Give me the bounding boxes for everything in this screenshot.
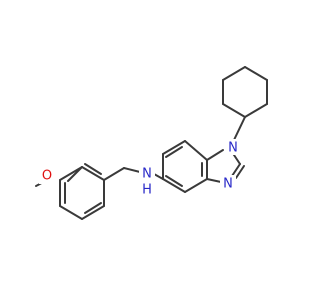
atom-label-n-bottom: N [223, 177, 233, 192]
bond [81, 205, 105, 220]
bond [162, 140, 186, 155]
atom-n-amine: N H [139, 166, 155, 198]
bond [244, 66, 268, 81]
bond [244, 103, 268, 118]
bond [206, 149, 224, 161]
bond [184, 140, 208, 161]
bond [233, 116, 246, 141]
bond [222, 66, 246, 81]
bond [206, 178, 222, 183]
bond [184, 178, 208, 193]
atom-label-o: O [42, 169, 52, 184]
bond [165, 175, 183, 187]
cyclohexyl-ring [222, 66, 268, 118]
bond [84, 202, 102, 214]
bond [165, 146, 183, 158]
benzimidazole-benzene-ring [162, 140, 208, 193]
atom-label-n-amine: N [142, 167, 152, 182]
bond [59, 166, 83, 181]
bond [235, 165, 245, 179]
methoxyphenyl-ring [59, 163, 125, 220]
bond [59, 205, 83, 220]
atom-label-n-top: N [228, 141, 238, 156]
atom-n-ring-bottom: N [220, 175, 236, 192]
atom-o-methoxy: O [39, 168, 55, 184]
atom-label-h-amine: H [142, 183, 152, 198]
bond [67, 166, 83, 182]
bond [153, 173, 164, 180]
bond [162, 178, 186, 193]
structure-canvas: N N N H O [35, 66, 268, 220]
molecule-structure: N N N H O [35, 66, 268, 220]
atom-n-ring-top: N [225, 139, 241, 156]
bond [103, 167, 125, 181]
bond [123, 167, 141, 173]
bond [222, 103, 246, 118]
bond [84, 163, 102, 175]
bond [81, 166, 105, 181]
bond [231, 163, 241, 177]
